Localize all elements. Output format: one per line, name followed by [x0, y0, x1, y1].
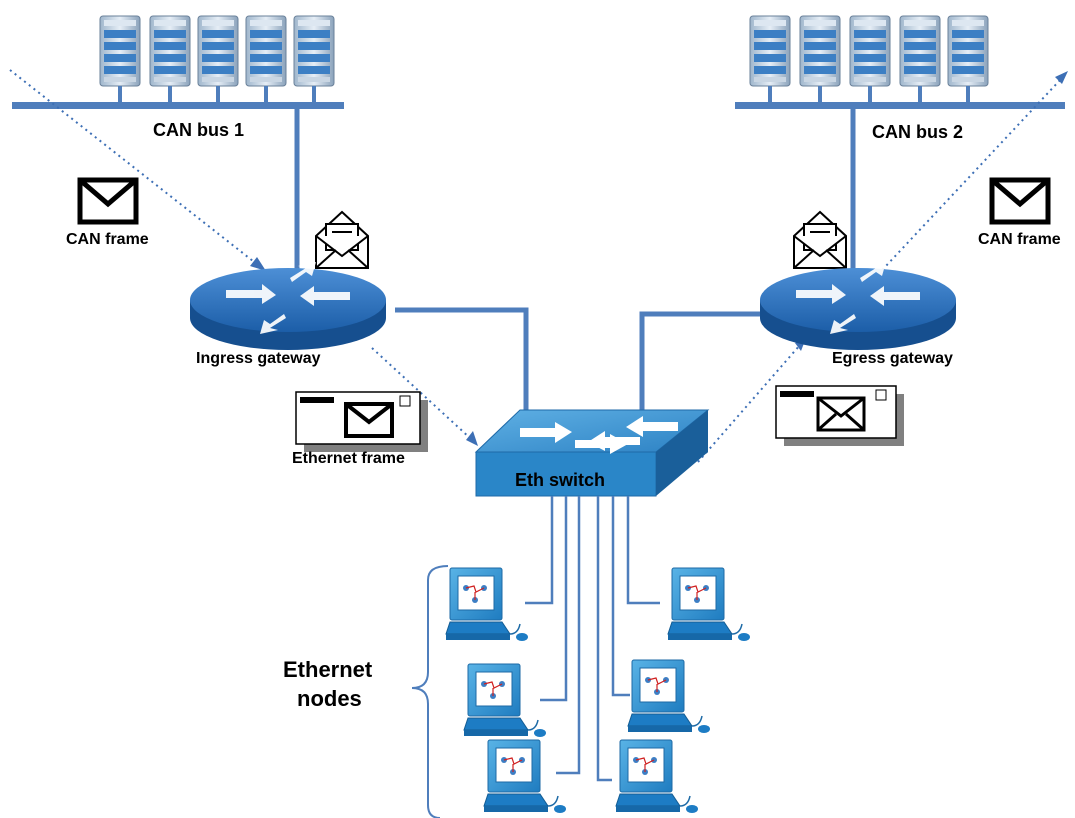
router-icon	[760, 262, 956, 350]
can-frame-left-label: CAN frame	[66, 231, 149, 248]
ethernet-frame-icon	[295, 391, 428, 452]
workstation-icon	[667, 567, 751, 642]
envelope-icon	[989, 177, 1051, 225]
workstation-icon	[483, 739, 567, 814]
ethernet-links	[395, 307, 760, 430]
ethernet-nodes-label-line2: nodes	[297, 686, 362, 711]
can-bus-2-line	[735, 102, 1065, 109]
ethernet-switch-icon	[474, 409, 710, 497]
open-letter-icon	[793, 210, 847, 269]
eth-switch: Eth switch	[474, 409, 710, 497]
server-rack-icon	[947, 15, 989, 87]
egress-gateway: Egress gateway	[760, 262, 956, 367]
can-bus-2-label: CAN bus 2	[872, 122, 963, 142]
ethernet-frame-icon	[775, 385, 904, 446]
server-rack-icon	[149, 15, 191, 87]
server-rack-icon	[849, 15, 891, 87]
open-letter-icon	[315, 210, 369, 269]
workstation-icon	[615, 739, 699, 814]
can-frame-right-label: CAN frame	[978, 231, 1061, 248]
can-bus-1-label: CAN bus 1	[153, 120, 244, 140]
server-rack-icon	[799, 15, 841, 87]
server-rack-icon	[749, 15, 791, 87]
ethernet-nodes-label-line1: Ethernet	[283, 657, 373, 682]
ethernet-frame-label: Ethernet frame	[292, 450, 405, 467]
router-icon	[190, 262, 386, 350]
envelope-icon	[77, 177, 139, 225]
frame-flow-arrows	[9, 69, 1063, 463]
workstation-icon	[445, 567, 529, 642]
can-bus-1	[12, 15, 344, 275]
can-bus-2	[735, 15, 1065, 272]
ingress-gateway-label: Ingress gateway	[196, 350, 321, 367]
server-rack-icon	[899, 15, 941, 87]
egress-gateway-label: Egress gateway	[832, 350, 953, 367]
server-rack-icon	[245, 15, 287, 87]
workstation-icon	[627, 659, 711, 734]
node-links	[525, 496, 660, 782]
can-bus-1-line	[12, 102, 344, 109]
server-rack-icon	[99, 15, 141, 87]
nodes-brace	[411, 565, 449, 818]
server-rack-icon	[293, 15, 335, 87]
eth-switch-label: Eth switch	[515, 470, 605, 490]
workstation-icon	[463, 663, 547, 738]
ingress-gateway: Ingress gateway	[190, 262, 386, 367]
server-rack-icon	[197, 15, 239, 87]
